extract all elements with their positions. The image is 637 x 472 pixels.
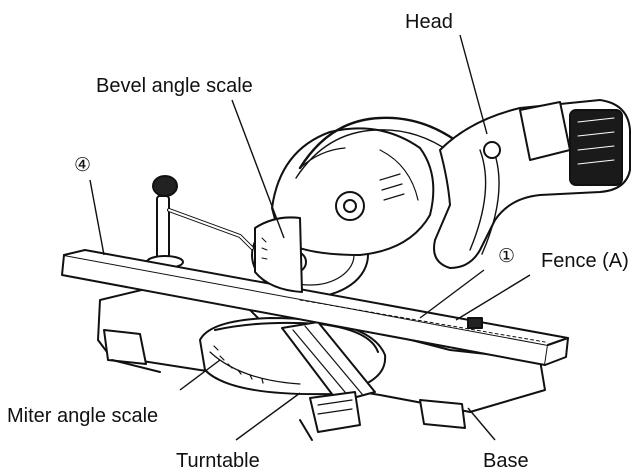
callout-four-marker: ④ <box>74 154 92 176</box>
clamp-post <box>156 195 170 262</box>
head-leader <box>459 34 488 135</box>
fence-leader <box>455 274 531 321</box>
head-label: Head <box>405 11 453 33</box>
base-leader <box>467 407 496 441</box>
bevel-scale-plate <box>254 216 303 293</box>
callout-one-marker: ① <box>498 245 516 267</box>
callout-four-leader <box>89 179 105 256</box>
fence-a-label: Fence (A) <box>541 250 629 272</box>
miter-leader <box>179 359 221 391</box>
turntable-label: Turntable <box>176 450 260 472</box>
turntable-leader <box>235 392 301 441</box>
callout-one-leader <box>419 269 485 319</box>
base-label: Base <box>483 450 529 472</box>
bevel-leader <box>231 99 285 239</box>
miter-angle-scale-label: Miter angle scale <box>7 405 159 427</box>
bevel-angle-scale-label: Bevel angle scale <box>96 75 253 97</box>
